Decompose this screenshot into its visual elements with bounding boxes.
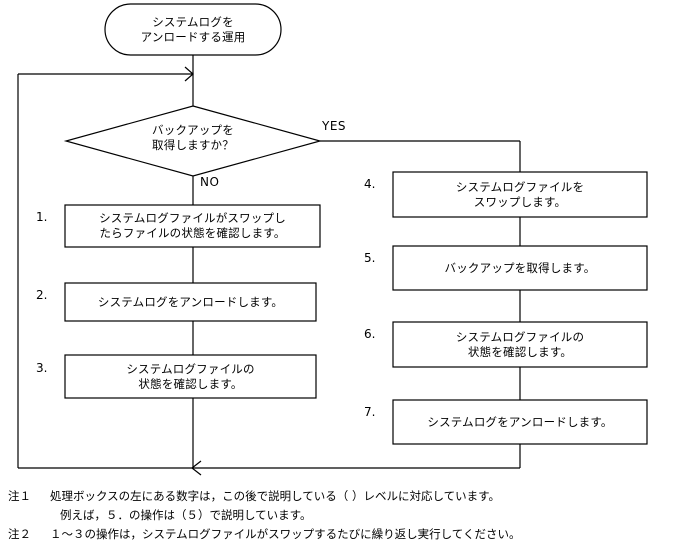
step4-number: 4. bbox=[364, 177, 376, 191]
note-1-body: 処理ボックスの左にある数字は，この後で説明している（ ）レベルに対応しています。 bbox=[50, 489, 500, 503]
arrowhead-top-right bbox=[184, 66, 194, 82]
note-row-1: 注１ 処理ボックスの左にある数字は，この後で説明している（ ）レベルに対応してい… bbox=[8, 487, 668, 506]
step5-number: 5. bbox=[364, 251, 376, 265]
branch-label-yes: YES bbox=[322, 119, 347, 133]
note-2-tag: 注２ bbox=[8, 527, 31, 541]
branch-label-no: NO bbox=[200, 175, 220, 189]
step2-box-shape bbox=[64, 282, 317, 322]
step2-number: 2. bbox=[36, 288, 48, 302]
note-2-body: １～３の操作は，システムログファイルがスワップするたびに繰り返し実行してください… bbox=[50, 527, 521, 541]
step1-box-shape bbox=[64, 204, 321, 248]
start-terminator-shape bbox=[104, 3, 282, 56]
step4-box-shape bbox=[392, 171, 648, 218]
note-1-continuation: 例えば，５．の操作は（５）で説明しています。 bbox=[60, 508, 312, 522]
arrowhead-bottom-left bbox=[191, 460, 202, 476]
step7-number: 7. bbox=[364, 405, 376, 419]
decision-diamond-shape bbox=[63, 105, 323, 177]
step6-number: 6. bbox=[364, 327, 376, 341]
step7-box-shape bbox=[392, 399, 648, 445]
step6-box-shape bbox=[392, 321, 648, 368]
step1-number: 1. bbox=[36, 210, 48, 224]
note-row-2: 注２ １～３の操作は，システムログファイルがスワップするたびに繰り返し実行してく… bbox=[8, 525, 668, 544]
step3-box-shape bbox=[64, 354, 317, 399]
step5-box-shape bbox=[392, 245, 648, 291]
step3-number: 3. bbox=[36, 361, 48, 375]
notes-block: 注１ 処理ボックスの左にある数字は，この後で説明している（ ）レベルに対応してい… bbox=[8, 487, 668, 544]
note-1-tag: 注１ bbox=[8, 489, 31, 503]
